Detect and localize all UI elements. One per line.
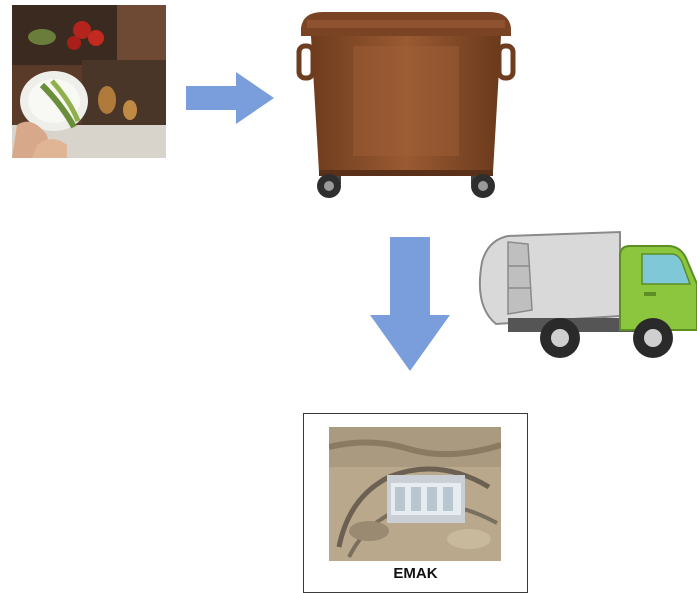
waste-bin-icon xyxy=(293,6,519,202)
right-arrow xyxy=(186,70,276,126)
food-waste-photo xyxy=(12,5,166,158)
down-arrow xyxy=(368,237,450,373)
aerial-facility-photo xyxy=(329,427,501,561)
right-arrow-shape xyxy=(186,72,274,124)
down-arrow-shape xyxy=(370,237,450,371)
garbage-truck-icon xyxy=(468,226,697,360)
emak-label: EMAK xyxy=(304,565,527,582)
emak-facility-box: EMAK xyxy=(303,413,528,593)
